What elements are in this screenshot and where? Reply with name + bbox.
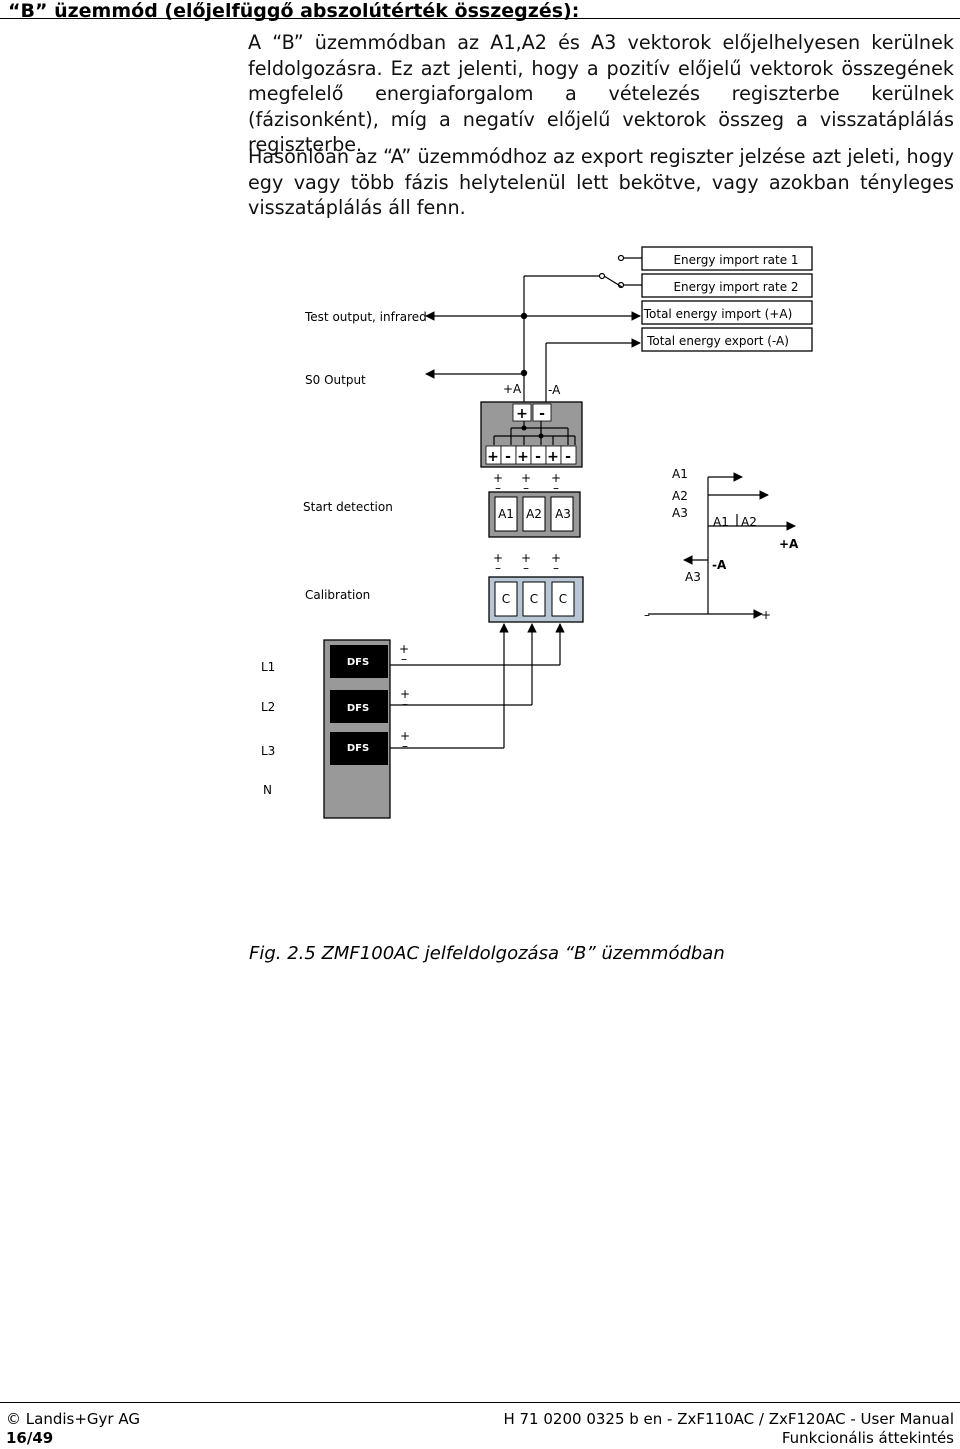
paragraph-2: Hasonlóan az “A” üzemmódhoz az export re… <box>248 145 954 219</box>
svg-text:A2: A2 <box>672 489 688 503</box>
register-box-total-import: Total energy import (+A) <box>641 300 813 325</box>
junction-dot <box>520 312 528 320</box>
svg-text:A2: A2 <box>741 515 757 529</box>
footer-section: Funkcionális áttekintés <box>781 1429 954 1447</box>
register-box-rate2: Energy import rate 2 <box>641 273 813 298</box>
svg-text:DFS: DFS <box>347 703 369 714</box>
svg-text:–: – <box>523 481 529 495</box>
svg-text:A3: A3 <box>555 507 571 521</box>
section-heading: “B” üzemmód (előjelfüggő abszolútérték ö… <box>8 0 580 22</box>
svg-text:–: – <box>402 739 408 753</box>
register-box-total-export: Total energy export (-A) <box>641 327 813 352</box>
vector-signs: +– +– +– <box>493 471 561 495</box>
svg-text:Energy import rate 1: Energy import rate 1 <box>673 253 798 267</box>
svg-text:DFS: DFS <box>347 657 369 668</box>
svg-text:+: + <box>493 471 503 485</box>
svg-text:A2: A2 <box>526 507 542 521</box>
svg-text:+: + <box>516 406 528 422</box>
footer-rule <box>0 1402 960 1403</box>
figure-caption: Fig. 2.5 ZMF100AC jelfeldolgozása “B” üz… <box>249 943 725 964</box>
wires-minus-a <box>545 338 641 404</box>
footer-doc-id: H 71 0200 0325 b en - ZxF110AC / ZxF120A… <box>503 1410 954 1428</box>
summation-block: + - + - + - <box>480 401 583 468</box>
svg-text:+: + <box>400 729 410 743</box>
wires-plus-a <box>425 311 641 404</box>
svg-text:–: – <box>553 561 559 575</box>
svg-text:+A: +A <box>779 537 799 551</box>
svg-text:A3: A3 <box>672 506 688 520</box>
svg-text:A1: A1 <box>498 507 514 521</box>
tariff-switch <box>523 254 642 372</box>
svg-text:+: + <box>547 449 559 465</box>
footer-page-number: 16/49 <box>6 1429 54 1447</box>
label-start-detection: Start detection <box>303 500 393 514</box>
vector-addition-diagram: A1 A2 A3 A1 A2 +A -A A3 – + <box>644 467 799 622</box>
junction-dot <box>520 369 528 377</box>
label-plus-a: +A <box>503 382 522 396</box>
svg-text:-A: -A <box>712 558 727 572</box>
svg-text:A3: A3 <box>685 570 701 584</box>
svg-text:–: – <box>495 481 501 495</box>
phase-label-l1: L1 <box>261 660 275 674</box>
svg-text:-: - <box>539 406 545 422</box>
wires-dfs-to-comparators <box>390 623 565 749</box>
svg-text:+: + <box>400 687 410 701</box>
svg-text:-: - <box>505 449 511 465</box>
dfs-block: DFS DFS DFS <box>323 639 391 819</box>
svg-text:–: – <box>644 608 650 622</box>
svg-text:–: – <box>553 481 559 495</box>
svg-text:+: + <box>399 642 409 656</box>
dfs-signs: +– +– +– <box>399 642 410 753</box>
comparator-block: C C C <box>488 576 584 623</box>
comparator-signs: +– +– +– <box>493 551 561 575</box>
svg-text:DFS: DFS <box>347 743 369 754</box>
paragraph-1: A “B” üzemmódban az A1,A2 és A3 vektorok… <box>248 31 954 156</box>
phase-label-l3: L3 <box>261 744 275 758</box>
svg-text:+: + <box>487 449 499 465</box>
svg-text:+: + <box>493 551 503 565</box>
phase-label-n: N <box>263 783 272 797</box>
svg-text:Total energy export (-A): Total energy export (-A) <box>646 334 789 348</box>
svg-text:+: + <box>761 608 771 622</box>
top-rule <box>0 18 960 19</box>
label-test-output: Test output, infrared <box>304 310 427 324</box>
svg-text:Total energy import (+A): Total energy import (+A) <box>643 307 793 321</box>
label-calibration: Calibration <box>305 588 370 602</box>
svg-text:+: + <box>521 471 531 485</box>
label-minus-a: -A <box>548 383 561 397</box>
svg-text:C: C <box>530 592 538 606</box>
svg-text:–: – <box>401 652 407 666</box>
svg-text:A1: A1 <box>713 515 729 529</box>
svg-text:+: + <box>551 471 561 485</box>
vector-block: A1 A2 A3 <box>488 491 581 538</box>
phase-label-l2: L2 <box>261 700 275 714</box>
svg-text:-: - <box>565 449 571 465</box>
svg-text:+: + <box>551 551 561 565</box>
svg-text:+: + <box>517 449 529 465</box>
register-box-rate1: Energy import rate 1 <box>641 246 813 271</box>
svg-text:–: – <box>495 561 501 575</box>
label-s0-output: S0 Output <box>305 373 366 387</box>
svg-text:+: + <box>521 551 531 565</box>
footer-company: © Landis+Gyr AG <box>6 1410 140 1428</box>
svg-text:C: C <box>502 592 510 606</box>
svg-text:–: – <box>523 561 529 575</box>
svg-text:–: – <box>402 697 408 711</box>
svg-text:-: - <box>535 449 541 465</box>
svg-text:A1: A1 <box>672 467 688 481</box>
signal-processing-diagram: Energy import rate 1 Energy import rate … <box>261 246 813 819</box>
svg-text:Energy import rate 2: Energy import rate 2 <box>673 280 798 294</box>
svg-text:C: C <box>559 592 567 606</box>
